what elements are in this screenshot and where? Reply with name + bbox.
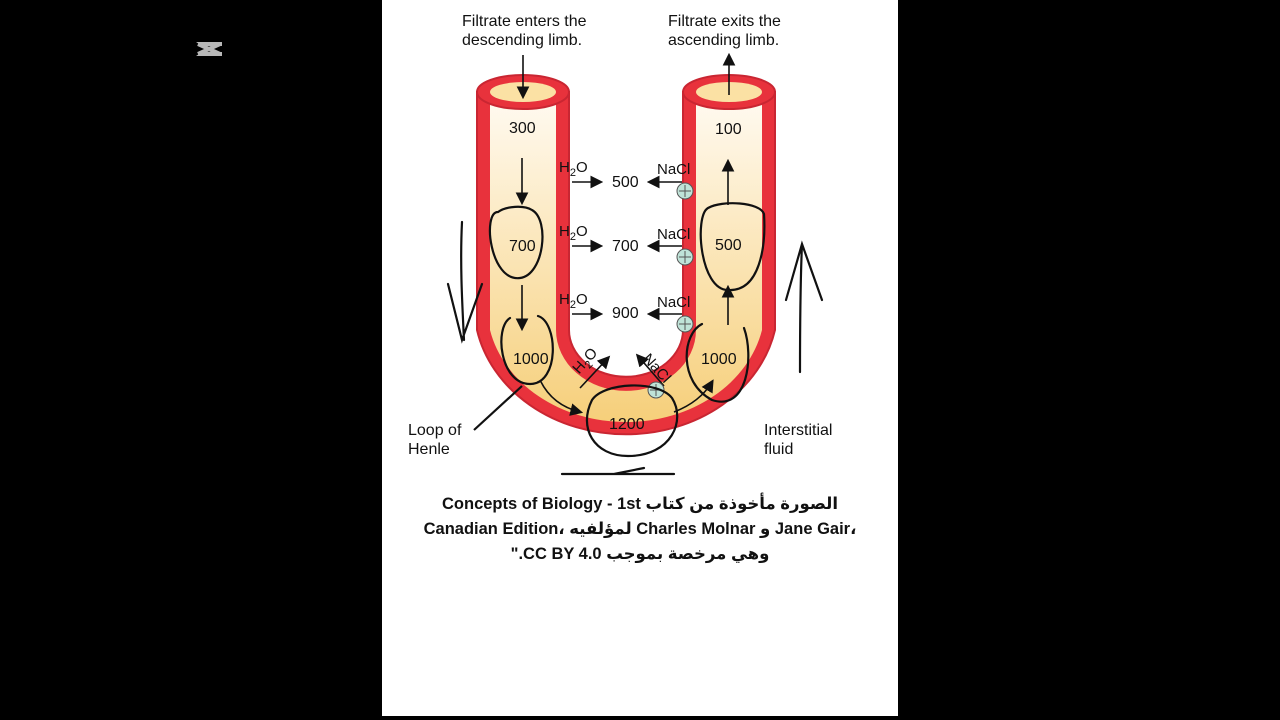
ascending-value-100: 100 xyxy=(715,121,742,138)
label-loop-of-henle: Loop of Henle xyxy=(408,422,462,458)
nacl-label: NaCl xyxy=(657,294,691,311)
interstitial-value-900: 900 xyxy=(612,305,639,322)
water-label: H2O xyxy=(559,159,588,179)
interstitial-value-700: 700 xyxy=(612,238,639,255)
descending-value-300: 300 xyxy=(509,120,536,137)
handwritten-annotations xyxy=(446,202,824,476)
label-interstitial-fluid: Interstitial fluid xyxy=(764,422,833,458)
nacl-label: NaCl xyxy=(657,226,691,243)
caption-line-2: Canadian Edition، لمؤلفيه Charles Molnar… xyxy=(423,520,857,538)
capcut-logo-icon xyxy=(196,42,222,56)
ascending-value-500: 500 xyxy=(715,237,742,254)
water-label: H2O xyxy=(559,291,588,311)
caption-line-1: الصورة مأخوذة من كتاب Concepts of Biolog… xyxy=(442,495,838,513)
bottom-value-1200: 1200 xyxy=(609,416,645,433)
image-page: Filtrate enters the descending limb. Fil… xyxy=(382,0,898,716)
sodium-pump-icon xyxy=(647,182,694,399)
descending-value-1000: 1000 xyxy=(513,351,549,368)
nacl-label: NaCl xyxy=(657,161,691,178)
water-label: H2O xyxy=(559,223,588,243)
descending-value-700: 700 xyxy=(509,238,536,255)
caption-line-3: وهي مرخصة بموجب CC BY 4.0." xyxy=(510,545,770,563)
ascending-value-1000: 1000 xyxy=(701,351,737,368)
label-filtrate-exits: Filtrate exits the ascending limb. xyxy=(668,13,781,49)
tube-lumen xyxy=(490,100,762,423)
image-caption: الصورة مأخوذة من كتاب Concepts of Biolog… xyxy=(388,492,892,567)
loop-of-henle-diagram xyxy=(446,52,824,476)
label-filtrate-enters: Filtrate enters the descending limb. xyxy=(462,13,587,49)
interstitial-value-500: 500 xyxy=(612,174,639,191)
